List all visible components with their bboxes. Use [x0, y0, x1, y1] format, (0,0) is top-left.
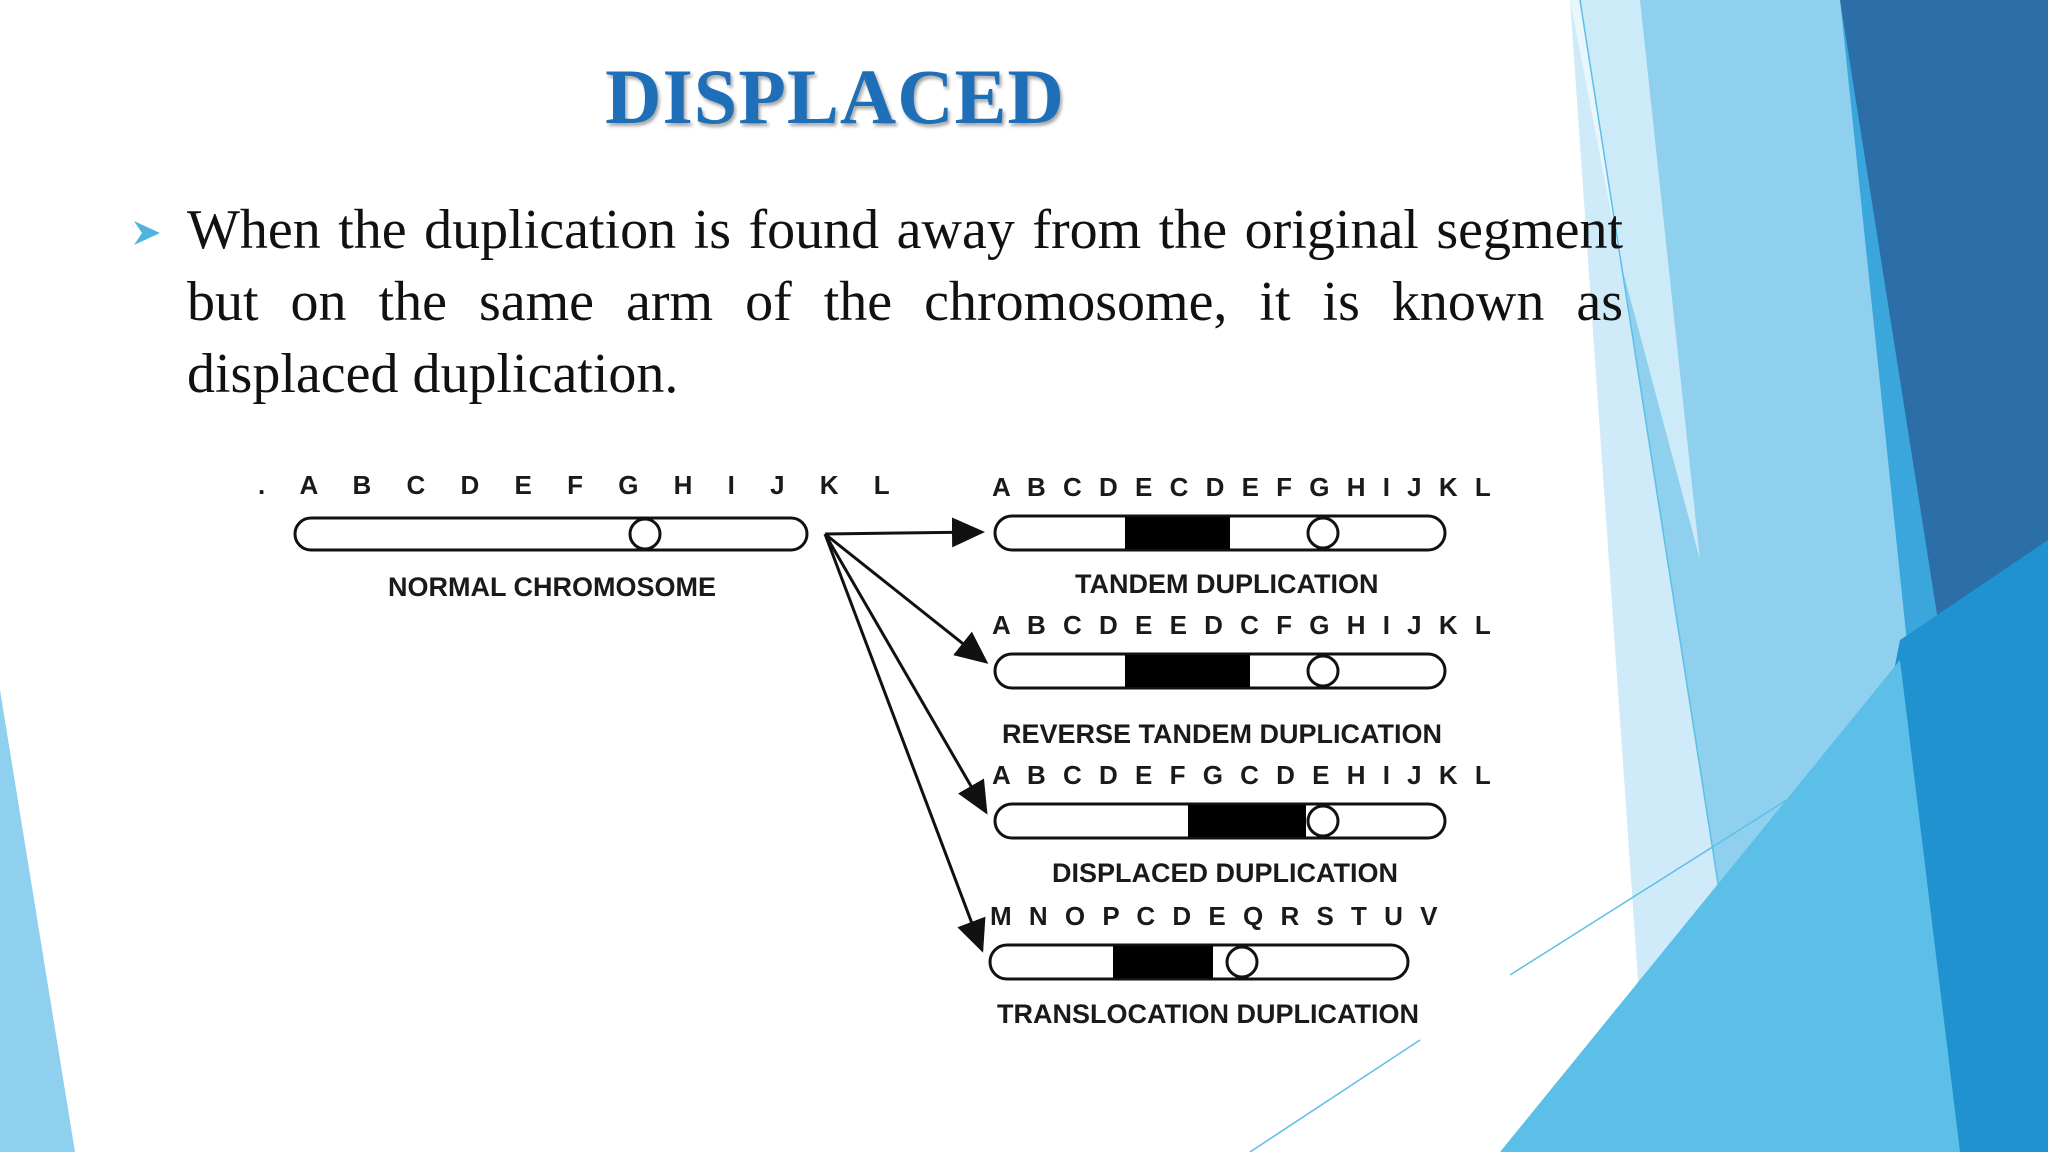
translocation-duplicated-segment [1113, 946, 1213, 978]
bullet-arrow-icon [134, 221, 160, 245]
slide-title: DISPLACED [605, 53, 1065, 140]
displaced-caption: DISPLACED DUPLICATION [1052, 858, 1398, 888]
reverse-tandem-letters: A B C D E E D C F G H I J K L [992, 610, 1496, 640]
reverse-tandem-caption: REVERSE TANDEM DUPLICATION [1002, 719, 1442, 749]
displaced-duplicated-segment [1188, 805, 1306, 837]
normal-chromosome-centromere [628, 517, 662, 551]
bullet-text: When the duplication is found away from … [187, 199, 1623, 405]
arrow-to-reverse-tandem [824, 532, 989, 664]
normal-chromosome-letters: . A B C D E F G H I J K L [258, 470, 904, 500]
translocation-centromere [1225, 945, 1259, 979]
duplication-diagram: . A B C D E F G H I J K L NORMAL CHROMOS… [258, 470, 1496, 1029]
displaced-duplication: A B C D E F G C D E H I J K L DISPLACED … [992, 760, 1496, 888]
right-decor-shape-6 [1500, 660, 1960, 1152]
reverse-tandem-duplicated-segment [1125, 655, 1250, 687]
displaced-letters: A B C D E F G C D E H I J K L [992, 760, 1496, 790]
arrow-to-translocation [823, 533, 986, 953]
left-decor-shape [0, 690, 75, 1152]
reverse-tandem-duplication: A B C D E E D C F G H I J K L REVERSE TA… [992, 610, 1496, 749]
arrow-to-displaced [823, 533, 988, 815]
displaced-centromere [1306, 804, 1340, 838]
normal-chromosome-caption: NORMAL CHROMOSOME [388, 572, 716, 602]
decor-thin-line-3 [1249, 1039, 1421, 1152]
arrows [823, 517, 989, 953]
translocation-letters: M N O P C D E Q R S T U V [990, 901, 1442, 931]
translocation-duplication: M N O P C D E Q R S T U V TRANSLOCATION … [988, 901, 1442, 1029]
tandem-centromere [1306, 516, 1340, 550]
tandem-duplication: A B C D E C D E F G H I J K L TANDEM DUP… [992, 472, 1496, 599]
decor-thin-line-1 [1579, 0, 1761, 1152]
translocation-caption: TRANSLOCATION DUPLICATION [997, 999, 1419, 1029]
normal-chromosome-bar [293, 516, 809, 552]
right-decor-shape-4 [1840, 0, 2048, 760]
tandem-duplicated-segment [1125, 517, 1230, 549]
normal-chromosome: . A B C D E F G H I J K L NORMAL CHROMOS… [258, 470, 904, 602]
arrow-to-tandem [824, 517, 985, 548]
decor-thin-line-2 [1509, 759, 1851, 976]
tandem-letters: A B C D E C D E F G H I J K L [992, 472, 1496, 502]
tandem-caption: TANDEM DUPLICATION [1075, 569, 1378, 599]
reverse-tandem-centromere [1306, 654, 1340, 688]
